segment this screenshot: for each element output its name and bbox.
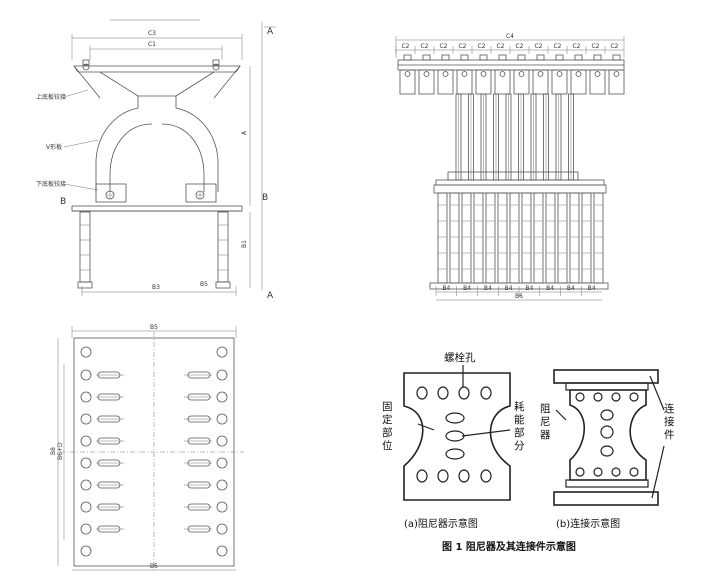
bottom-columns (437, 192, 604, 284)
dim-a: A (241, 130, 248, 135)
energy-holes (445, 412, 465, 460)
dim-b4-cell: B4 (525, 285, 533, 292)
dim-c2-cell: C2 (439, 43, 447, 50)
caption-a: (a)阻尼器示意图 (404, 517, 478, 530)
dim-b1: B1 (241, 240, 248, 248)
dim-b4-cell: B4 (567, 285, 575, 292)
label-v-plate: V形板 (46, 143, 62, 151)
plan-view: B5 B5 B8 B6+D (50, 324, 244, 571)
dim-c4: C4 (506, 33, 514, 40)
plan-dim-top: B5 (150, 324, 158, 331)
bolt-holes-bottom (416, 469, 492, 483)
connection-holes (575, 392, 639, 477)
section-b-left: B (60, 197, 66, 207)
dim-c1: C1 (148, 41, 156, 48)
dim-c2-cell: C2 (420, 43, 428, 50)
c2-dimension-cells: C2 C2 C2 C2 C2 C2 C2 C2 C2 C2 C2 C2 (395, 43, 619, 54)
label-upper-plate: 上底板铰接 (36, 93, 66, 101)
section-a-top: A (267, 27, 274, 37)
dim-b5: B5 (200, 281, 208, 288)
energy-plates (447, 93, 579, 181)
dim-c2-cell: C2 (534, 43, 542, 50)
label-damper: 阻尼器 (540, 403, 551, 441)
label-fixed-part: 固定部位 (382, 401, 393, 452)
section-b-right: B (262, 193, 268, 203)
label-lower-plate: 下底板铰接 (36, 180, 66, 188)
b4-dimension-cells: B4 B4 B4 B4 B4 B4 B4 B4 (435, 285, 596, 296)
label-bolt-hole: 螺栓孔 (444, 351, 476, 364)
dim-b4-cell: B4 (463, 285, 471, 292)
figure-title: 图 1 阻尼器及其连接件示意图 (442, 540, 576, 553)
section-a-bottom: A (267, 291, 274, 301)
dim-b6: B6 (515, 293, 523, 300)
dim-b4-cell: B4 (546, 285, 554, 292)
dim-c2-cell: C2 (401, 43, 409, 50)
lower-legs (77, 211, 231, 289)
dim-b4-cell: B4 (484, 285, 492, 292)
top-clamps (399, 54, 625, 95)
dim-b4-cell: B4 (505, 285, 513, 292)
dim-c2-cell: C2 (458, 43, 466, 50)
dim-c2-cell: C2 (553, 43, 561, 50)
label-connector: 连接件 (664, 402, 675, 441)
dim-b4-cell: B4 (442, 285, 450, 292)
dim-c2-cell: C2 (572, 43, 580, 50)
dim-c2-cell: C2 (515, 43, 523, 50)
plan-dim-left-outer: B8 (50, 447, 57, 455)
plan-holes (80, 346, 228, 557)
damper-schematic: 螺栓孔 固定部位 耗能部分 阻尼器 连接件 (a)阻尼器示意图 (b)连接 (382, 351, 675, 553)
label-energy-part: 耗能部分 (514, 401, 525, 452)
caption-b: (b)连接示意图 (556, 517, 620, 530)
dim-c3: C3 (148, 30, 156, 37)
dim-c2-cell: C2 (496, 43, 504, 50)
bolt-holes-top (416, 386, 492, 400)
plan-dim-left-inner: B6+D (57, 442, 64, 460)
dim-b3: B3 (152, 284, 160, 291)
dim-c2-cell: C2 (610, 43, 618, 50)
dim-c2-cell: C2 (591, 43, 599, 50)
dim-c2-cell: C2 (477, 43, 485, 50)
dim-b4-cell: B4 (588, 285, 596, 292)
front-elevation: C3 C1 上底板铰接 V形板 下底板 (36, 19, 276, 301)
